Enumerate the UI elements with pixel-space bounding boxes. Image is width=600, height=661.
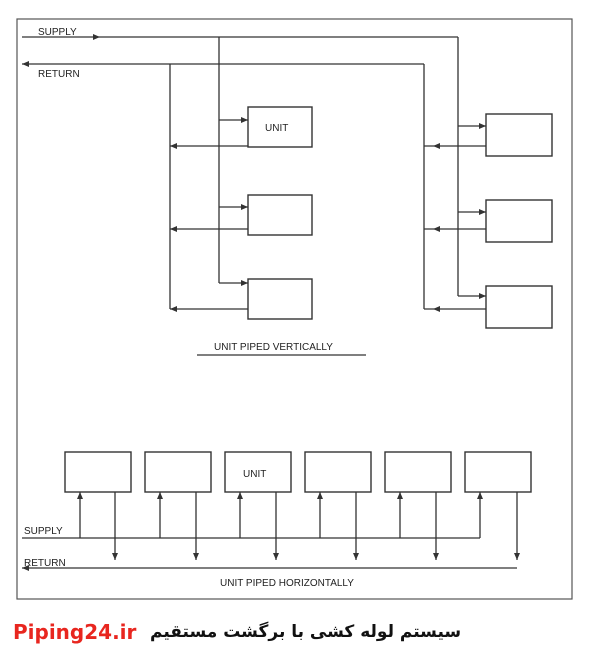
footer-caption: سیستم لوله کشی با برگشت مستقیم: [150, 622, 462, 642]
unit-box-h-1: [64, 451, 132, 493]
unit-box-h-5: [384, 451, 452, 493]
piping-diagram: SUPPLY RETURN UNIT UNIT PIPED VERTICALLY…: [16, 18, 573, 600]
return-label-bottom: RETURN: [24, 558, 66, 569]
unit-box-right-1: [485, 113, 553, 157]
brand-text: Piping24.ir: [13, 620, 137, 644]
footer: Piping24.ir سیستم لوله کشی با برگشت مستق…: [0, 606, 600, 656]
unit-box-h-4: [304, 451, 372, 493]
supply-label-top: SUPPLY: [38, 27, 77, 38]
unit-label-left-1: UNIT: [265, 123, 288, 134]
unit-box-right-3: [485, 285, 553, 329]
unit-box-left-2: [247, 194, 313, 236]
diagram-frame: [16, 18, 573, 600]
unit-box-left-3: [247, 278, 313, 320]
unit-box-h-6: [464, 451, 532, 493]
unit-box-right-2: [485, 199, 553, 243]
unit-box-h-3: [224, 451, 292, 493]
supply-label-bottom: SUPPLY: [24, 526, 63, 537]
unit-box-left-1: [247, 106, 313, 148]
horizontal-caption: UNIT PIPED HORIZONTALLY: [220, 578, 354, 589]
return-label-top: RETURN: [38, 69, 80, 80]
unit-box-h-2: [144, 451, 212, 493]
unit-label-h-3: UNIT: [243, 469, 266, 480]
vertical-caption: UNIT PIPED VERTICALLY: [214, 342, 333, 353]
horizontal-branches: [77, 492, 520, 560]
